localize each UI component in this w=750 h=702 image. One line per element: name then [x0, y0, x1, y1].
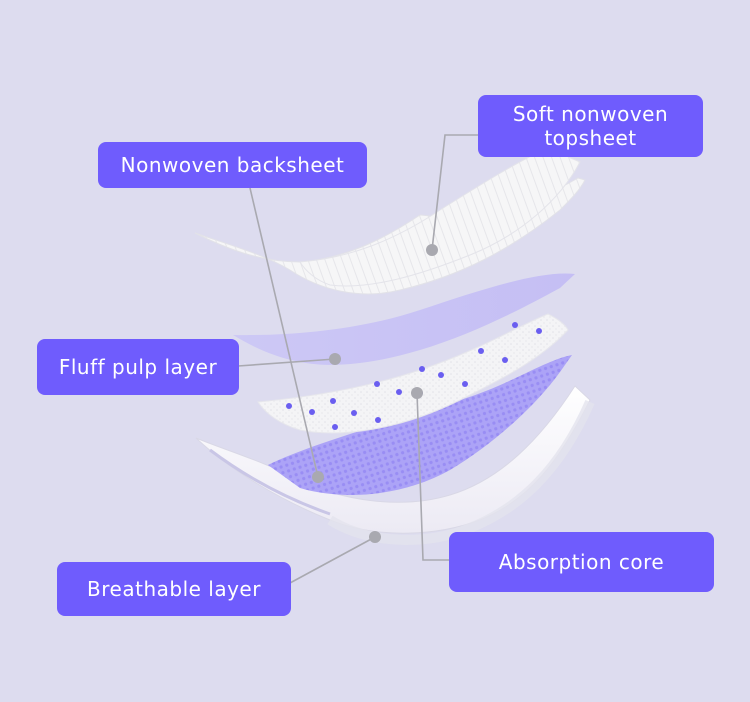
label-breathable-text: Breathable layer: [87, 577, 261, 601]
label-breathable: Breathable layer: [57, 562, 291, 616]
label-topsheet-line2: topsheet: [544, 126, 637, 150]
leader-topsheet: [431, 134, 480, 251]
label-topsheet: Soft nonwoven topsheet: [478, 95, 703, 157]
leader-lines: [237, 134, 480, 584]
leader-absorption-core: [416, 392, 450, 561]
sap-dots: [286, 322, 542, 430]
label-fluff-pulp: Fluff pulp layer: [37, 339, 239, 395]
absorption-core-shape: [268, 355, 572, 495]
label-topsheet-line1: Soft nonwoven: [512, 102, 669, 126]
leader-dots: [312, 244, 438, 543]
label-absorption-core-text: Absorption core: [498, 550, 665, 574]
leader-backsheet: [249, 187, 319, 478]
label-backsheet: Nonwoven backsheet: [98, 142, 367, 188]
leader-breathable: [289, 536, 376, 584]
label-fluff-pulp-text: Fluff pulp layer: [58, 355, 218, 379]
speckled-layer-shape: [257, 313, 569, 434]
label-backsheet-text: Nonwoven backsheet: [120, 153, 345, 177]
light-purple-sheet-shape: [233, 273, 575, 365]
leader-fluff-pulp: [237, 358, 336, 367]
topsheet-shape: [194, 147, 586, 295]
label-absorption-core: Absorption core: [449, 532, 714, 592]
